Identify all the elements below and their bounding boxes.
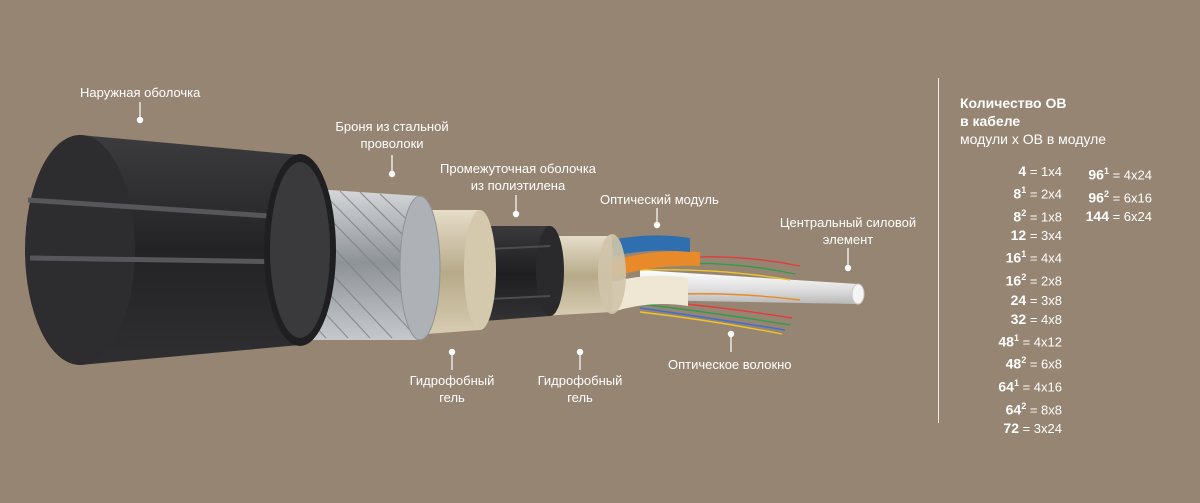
- fiber-count-formula: = 6х8: [1026, 356, 1062, 372]
- fiber-count-formula: = 2х4: [1026, 186, 1062, 202]
- fiber-count-superscript: 2: [1021, 355, 1027, 366]
- fiber-count-number: 72: [1003, 420, 1019, 437]
- fiber-count-superscript: 1: [1013, 332, 1019, 343]
- fiber-count-formula: = 8х8: [1026, 401, 1062, 417]
- fiber-count-superscript: 2: [1021, 400, 1027, 411]
- fiber-count-formula: = 4х4: [1026, 250, 1062, 266]
- fiber-count-number: 144: [1085, 208, 1109, 225]
- fiber-count-row: 24 = 3х8: [960, 291, 1062, 310]
- fiber-count-row: 162 = 2х8: [960, 268, 1062, 291]
- label-central-member-line1: Центральный силовой: [779, 215, 917, 230]
- fiber-count-row: 481 = 4х12: [960, 329, 1062, 352]
- leader-lines: [136, 102, 852, 370]
- optical-modules: [610, 235, 700, 312]
- fiber-count-number: 16: [1005, 249, 1022, 266]
- fiber-count-superscript: 2: [1021, 207, 1027, 218]
- fiber-count-superscript: 1: [1021, 185, 1027, 196]
- fiber-count-row: 161 = 4х4: [960, 245, 1062, 268]
- outer-sheath: [25, 135, 336, 365]
- fiber-count-number: 16: [1005, 272, 1022, 289]
- fiber-count-formula: = 1х8: [1026, 209, 1062, 225]
- fiber-count-formula: = 4х16: [1018, 379, 1062, 395]
- fiber-count-number: 24: [1010, 291, 1027, 308]
- label-intermediate-sheath-line1: Промежуточная оболочка: [440, 161, 597, 176]
- label-gel2-line1: Гидрофобный: [537, 373, 623, 388]
- fiber-count-number: 96: [1088, 166, 1104, 183]
- fiber-count-formula: = 3х8: [1026, 292, 1062, 308]
- fiber-count-superscript: 1: [1021, 249, 1027, 260]
- fiber-count-panel: Количество ОВ в кабеле модули х ОВ в мод…: [960, 94, 1190, 436]
- fiber-count-formula: = 4х24: [1108, 167, 1152, 183]
- fiber-count-number: 32: [1010, 310, 1027, 327]
- fiber-count-number: 4: [1018, 163, 1027, 179]
- label-central-member-line2: элемент: [822, 232, 874, 247]
- fiber-count-row: 642 = 8х8: [960, 397, 1062, 420]
- label-outer-sheath: Наружная оболочка: [80, 85, 201, 100]
- fiber-count-formula: = 6х16: [1108, 189, 1152, 205]
- fiber-count-row: 32 = 4х8: [960, 310, 1062, 329]
- fiber-count-superscript: 1: [1103, 166, 1109, 176]
- fiber-count-number: 12: [1010, 227, 1027, 244]
- fiber-count-row: 144 = 6х24: [1062, 207, 1152, 226]
- fiber-count-row: 962 = 6х16: [1062, 185, 1152, 208]
- label-hydrophobic-gel-1: Гидрофобный гель: [404, 372, 500, 406]
- label-gel1-line1: Гидрофобный: [409, 373, 495, 388]
- fiber-count-number: 96: [1088, 188, 1104, 205]
- label-steel-armor: Броня из стальной проволоки: [332, 118, 452, 152]
- label-intermediate-sheath-line2: из полиэтилена: [470, 178, 566, 193]
- panel-title-line2: в кабеле: [960, 113, 1021, 129]
- fiber-count-row: 4 = 1х4: [960, 162, 1062, 181]
- fiber-count-superscript: 2: [1103, 188, 1109, 199]
- label-gel2-line2: гель: [567, 390, 593, 405]
- label-gel1-line2: гель: [439, 390, 465, 405]
- fiber-count-superscript: 1: [1013, 378, 1019, 388]
- panel-subtitle: модули х ОВ в модуле: [960, 131, 1107, 147]
- fiber-count-number: 8: [1013, 208, 1022, 225]
- fiber-count-number: 64: [998, 378, 1014, 395]
- fiber-count-superscript: 2: [1021, 272, 1027, 282]
- label-steel-armor-line2: проволоки: [360, 136, 424, 151]
- fiber-count-formula: = 1х4: [1026, 164, 1062, 179]
- fiber-count-row: 961 = 4х24: [1062, 162, 1152, 185]
- fiber-count-formula: = 2х8: [1026, 273, 1062, 289]
- label-central-member: Центральный силовой элемент: [778, 214, 918, 248]
- fiber-count-row: 482 = 6х8: [960, 351, 1062, 374]
- label-optical-module: Оптический модуль: [600, 192, 719, 207]
- fiber-count-number: 64: [1005, 400, 1022, 417]
- label-optical-fiber: Оптическое волокно: [668, 357, 792, 372]
- fiber-count-row: 641 = 4х16: [960, 374, 1062, 397]
- panel-title-line1: Количество ОВ: [960, 95, 1067, 111]
- central-member: [640, 270, 865, 305]
- fiber-count-formula: = 3х4: [1026, 228, 1062, 244]
- fiber-count-row: 72 = 3х24: [960, 419, 1062, 438]
- label-hydrophobic-gel-2: Гидрофобный гель: [532, 372, 628, 406]
- panel-divider: [938, 78, 939, 423]
- fiber-count-row: 12 = 3х4: [960, 226, 1062, 245]
- fiber-count-number: 48: [998, 333, 1014, 350]
- fiber-count-formula: = 3х24: [1018, 421, 1062, 437]
- fiber-count-number: 48: [1005, 355, 1022, 372]
- fiber-count-formula: = 4х12: [1018, 334, 1062, 350]
- fiber-count-formula: = 6х24: [1108, 209, 1152, 225]
- label-steel-armor-line1: Броня из стальной: [335, 119, 449, 134]
- fiber-count-number: 8: [1013, 185, 1022, 202]
- fiber-count-row: 81 = 2х4: [960, 181, 1062, 204]
- fiber-count-row: 82 = 1х8: [960, 204, 1062, 227]
- fiber-count-formula: = 4х8: [1026, 311, 1062, 327]
- label-intermediate-sheath: Промежуточная оболочка из полиэтилена: [440, 160, 596, 194]
